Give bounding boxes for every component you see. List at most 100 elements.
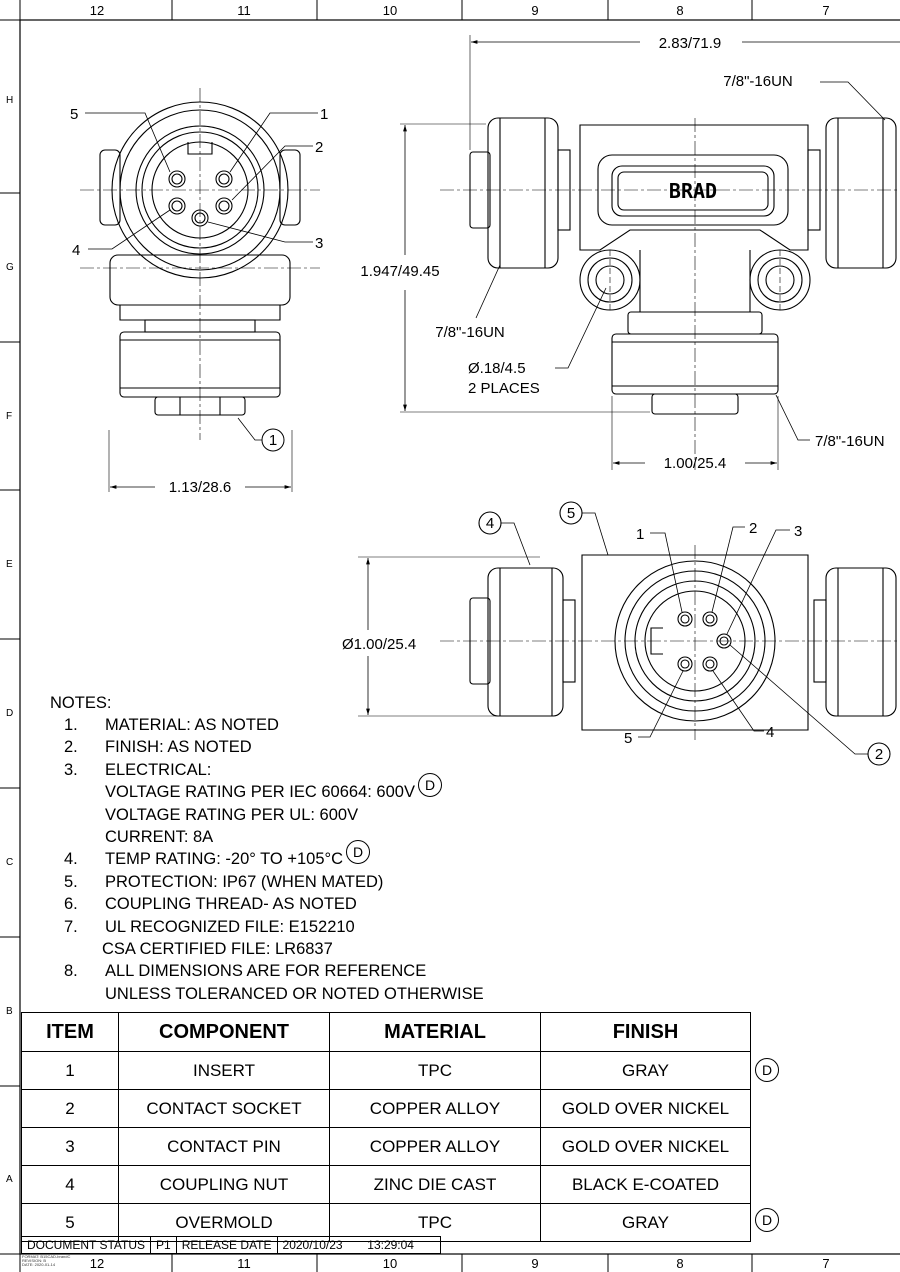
document-status-block: DOCUMENT STATUS P1 RELEASE DATE 2020/10/…	[20, 1236, 441, 1254]
bom-component: COUPLING NUT	[118, 1165, 330, 1204]
bom-item-number: 4	[21, 1165, 119, 1204]
note-line: 7.UL RECOGNIZED FILE: E152210	[50, 916, 610, 938]
bom-component: OVERMOLD	[118, 1203, 330, 1242]
zone-row-label: B	[6, 1006, 13, 1017]
note-text: PROTECTION: IP67 (WHEN MATED)	[105, 872, 384, 891]
pin-callout-5: 5	[624, 730, 632, 747]
notes-block: NOTES: 1.MATERIAL: AS NOTED 2. FINISH: AS …	[50, 692, 610, 1005]
zone-row-label: F	[6, 411, 12, 422]
bom-component: CONTACT PIN	[118, 1127, 330, 1166]
height-dimension: 1.947/49.45	[360, 263, 439, 280]
zone-col-label: 10	[383, 3, 397, 18]
item-balloon-2: 2	[875, 746, 883, 763]
note-line: 3. ELECTRICAL:	[50, 759, 610, 781]
zone-col-label: 8	[676, 1256, 683, 1271]
notes-heading-text: NOTES:	[50, 694, 112, 712]
bom-component: CONTACT SOCKET	[118, 1089, 330, 1128]
format-line: DATE: 2020-01-14	[22, 1262, 56, 1267]
note-text: FINISH: AS NOTED	[105, 738, 252, 757]
note-number: 4.	[64, 850, 78, 869]
item-balloon-5: 5	[567, 505, 575, 522]
center-distance-dimension: 1.00/25.4	[664, 455, 727, 472]
zone-col-label: 8	[676, 3, 683, 18]
format-line: FORMAT: B15CAD-brandC	[22, 1254, 71, 1259]
bom-finish: GOLD OVER NICKEL	[540, 1089, 751, 1128]
release-time: 13:29:04	[367, 1238, 414, 1252]
note-line: UNLESS TOLERANCED OR NOTED OTHERWISE	[50, 983, 610, 1005]
front-view	[400, 35, 900, 470]
format-line: REVISION: B	[22, 1258, 47, 1263]
pin-callout-3: 3	[794, 523, 802, 540]
pin-callout-4: 4	[766, 724, 774, 741]
bom-header-material: MATERIAL	[329, 1012, 541, 1052]
diameter-dimension: Ø1.00/25.4	[342, 636, 416, 653]
brand-logo: BRAD	[669, 179, 717, 203]
note-number: 2.	[64, 738, 78, 757]
zone-col-label: 9	[531, 1256, 538, 1271]
revision-mark: D	[418, 773, 442, 798]
bom-finish: GOLD OVER NICKEL	[540, 1127, 751, 1166]
note-text: UL RECOGNIZED FILE: E152210	[105, 917, 355, 936]
zone-col-label: 11	[237, 3, 251, 18]
note-number: 6.	[64, 895, 78, 914]
note-text: VOLTAGE RATING PER IEC 60664: 600V	[105, 783, 415, 802]
bom-finish: GRAY	[540, 1051, 751, 1090]
bom-finish: BLACK E-COATED	[540, 1165, 751, 1204]
pin-callout-4: 4	[72, 242, 80, 259]
note-number: 1.	[64, 716, 78, 734]
bom-item-number: 2	[21, 1089, 119, 1128]
pin-callout-1: 1	[320, 106, 328, 123]
hole-quantity: 2 PLACES	[468, 380, 540, 397]
pin-callout-3: 3	[315, 235, 323, 252]
note-line: CURRENT: 8A	[50, 826, 610, 848]
note-text: COUPLING THREAD- AS NOTED	[105, 895, 357, 914]
bom-header-finish: FINISH	[540, 1012, 751, 1052]
note-line: 2. FINISH: AS NOTED	[50, 736, 610, 758]
hole-diameter-dimension: Ø.18/4.5	[468, 360, 526, 377]
format-info: FORMAT: B15CAD-brandC REVISION: B DATE: …	[22, 1255, 70, 1267]
notes-heading: NOTES:	[50, 692, 610, 714]
note-text: ALL DIMENSIONS ARE FOR REFERENCE	[105, 962, 427, 981]
zone-col-label: 10	[383, 1256, 397, 1271]
note-text: CURRENT: 8A	[105, 827, 214, 846]
revision-mark: D	[755, 1208, 779, 1233]
zone-row-label: G	[6, 262, 14, 273]
side-view	[80, 88, 320, 492]
zone-col-label: 11	[237, 1256, 251, 1271]
bom-item-number: 1	[21, 1051, 119, 1090]
note-number: 5.	[64, 872, 78, 891]
release-date-label: RELEASE DATE	[175, 1236, 278, 1254]
zone-row-label: E	[6, 559, 13, 570]
thread-spec-bottom: 7/8"-16UN	[815, 433, 885, 450]
overall-length-dimension: 2.83/71.9	[659, 35, 722, 52]
zone-row-label: C	[6, 857, 13, 868]
width-dimension: 1.13/28.6	[169, 479, 232, 496]
note-text: CSA CERTIFIED FILE: LR6837	[102, 939, 333, 958]
thread-spec-left: 7/8"-16UN	[435, 324, 505, 341]
release-date-value: 2020/10/23 13:29:04	[276, 1236, 441, 1254]
note-line: 6. COUPLING THREAD- AS NOTED	[50, 893, 610, 915]
note-number: 8.	[64, 962, 78, 981]
bom-material: ZINC DIE CAST	[329, 1165, 541, 1204]
bom-finish: GRAY	[540, 1203, 751, 1242]
bom-header-item: ITEM	[21, 1012, 119, 1052]
note-line: 1.MATERIAL: AS NOTED	[50, 714, 610, 736]
note-number: 3.	[64, 760, 78, 779]
zone-col-label: 12	[90, 1256, 104, 1271]
thread-spec-top: 7/8"-16UN	[723, 73, 793, 90]
note-text: ELECTRICAL:	[105, 760, 212, 779]
note-line: 8. ALL DIMENSIONS ARE FOR REFERENCE	[50, 960, 610, 982]
bom-material: COPPER ALLOY	[329, 1127, 541, 1166]
top-view	[358, 501, 900, 766]
bom-material: COPPER ALLOY	[329, 1089, 541, 1128]
note-text: UNLESS TOLERANCED OR NOTED OTHERWISE	[105, 984, 484, 1003]
zone-row-label: H	[6, 95, 13, 106]
note-line: 5. PROTECTION: IP67 (WHEN MATED)	[50, 871, 610, 893]
pin-callout-2: 2	[315, 139, 323, 156]
